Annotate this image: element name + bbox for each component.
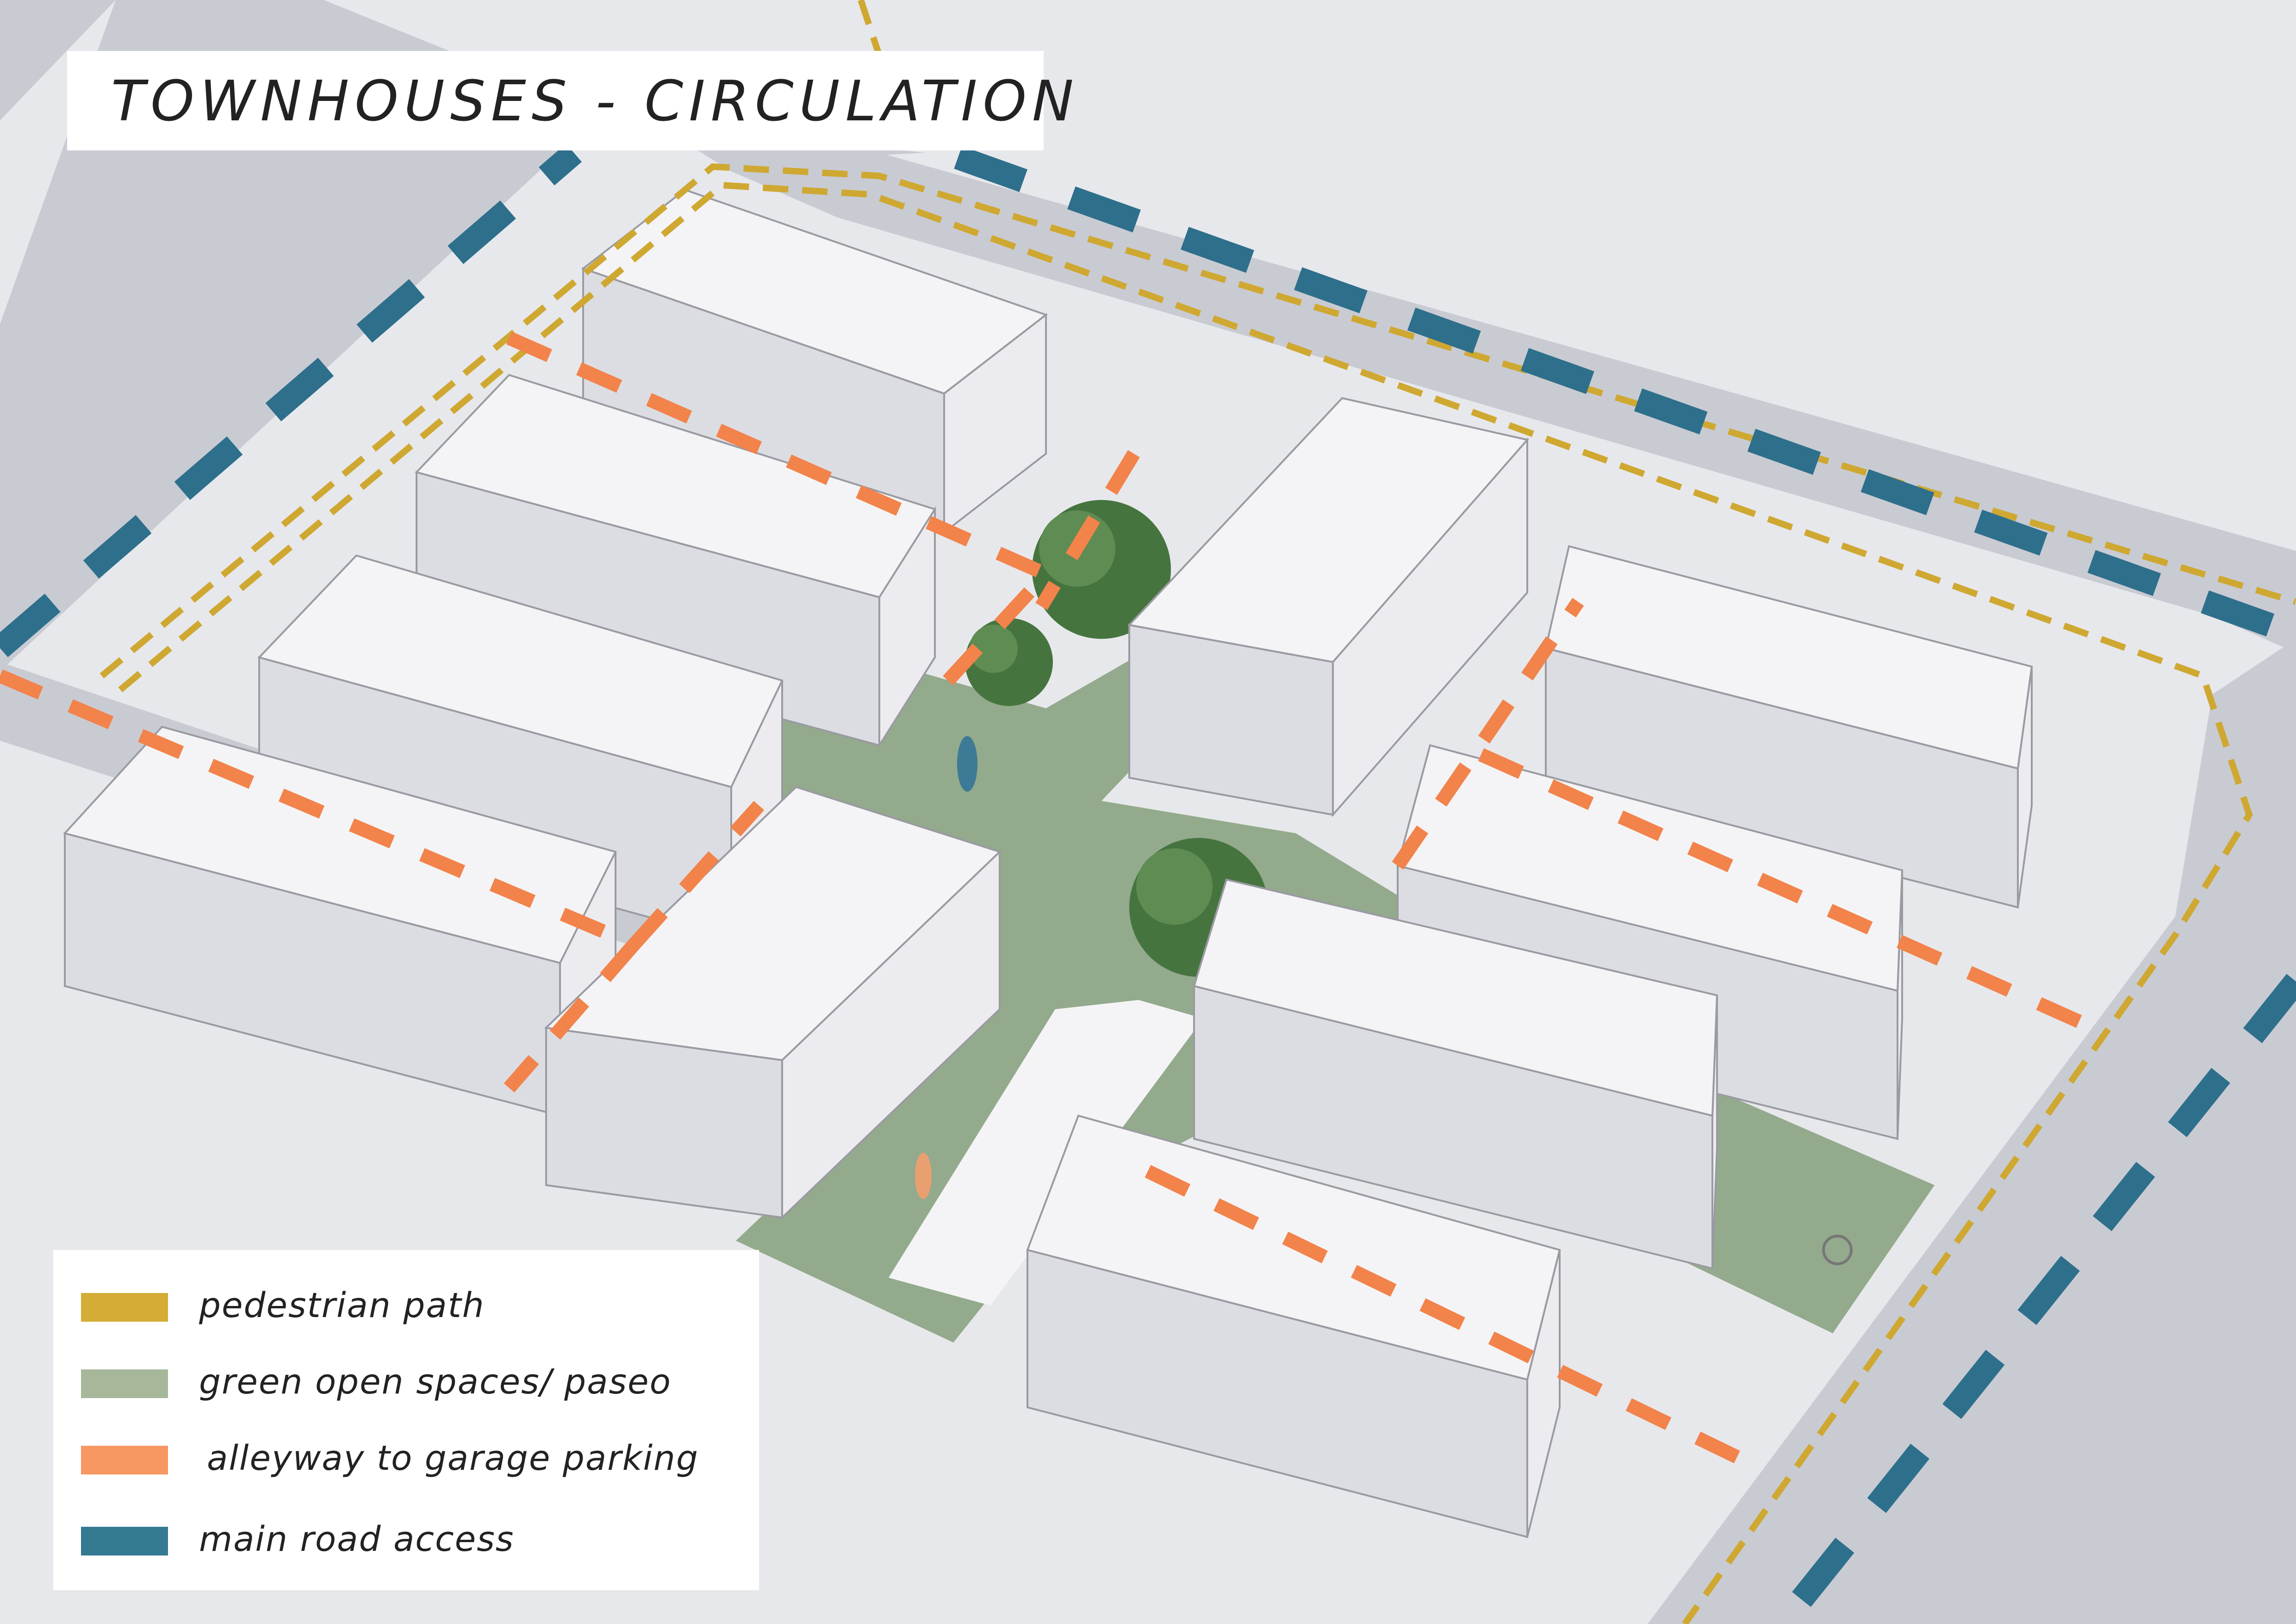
legend-label-alleyway: alleyway to garage parking <box>207 1438 699 1478</box>
legend-item-pedestrian: pedestrian path <box>81 1275 747 1331</box>
legend-label-pedestrian: pedestrian path <box>199 1286 485 1325</box>
person-plaza <box>915 1153 932 1199</box>
legend-swatch-main-road <box>81 1527 168 1555</box>
legend-label-green-space: green open spaces/ paseo <box>199 1362 672 1402</box>
legend-swatch-pedestrian <box>81 1293 168 1322</box>
legend-item-main-road: main road access <box>81 1509 747 1565</box>
legend-label-main-road: main road access <box>199 1519 514 1559</box>
tree-center-crown <box>1136 849 1213 925</box>
legend-item-green-space: green open spaces/ paseo <box>81 1352 747 1407</box>
person-north <box>957 736 977 792</box>
legend-item-alleyway: alleyway to garage parking <box>81 1428 747 1484</box>
legend-swatch-alleyway <box>81 1446 168 1474</box>
page-title: TOWNHOUSES - CIRCULATION <box>111 69 1079 134</box>
legend-swatch-green-space <box>81 1369 168 1398</box>
legend: pedestrian path green open spaces/ paseo… <box>53 1250 759 1590</box>
title-box: TOWNHOUSES - CIRCULATION <box>67 51 1044 150</box>
